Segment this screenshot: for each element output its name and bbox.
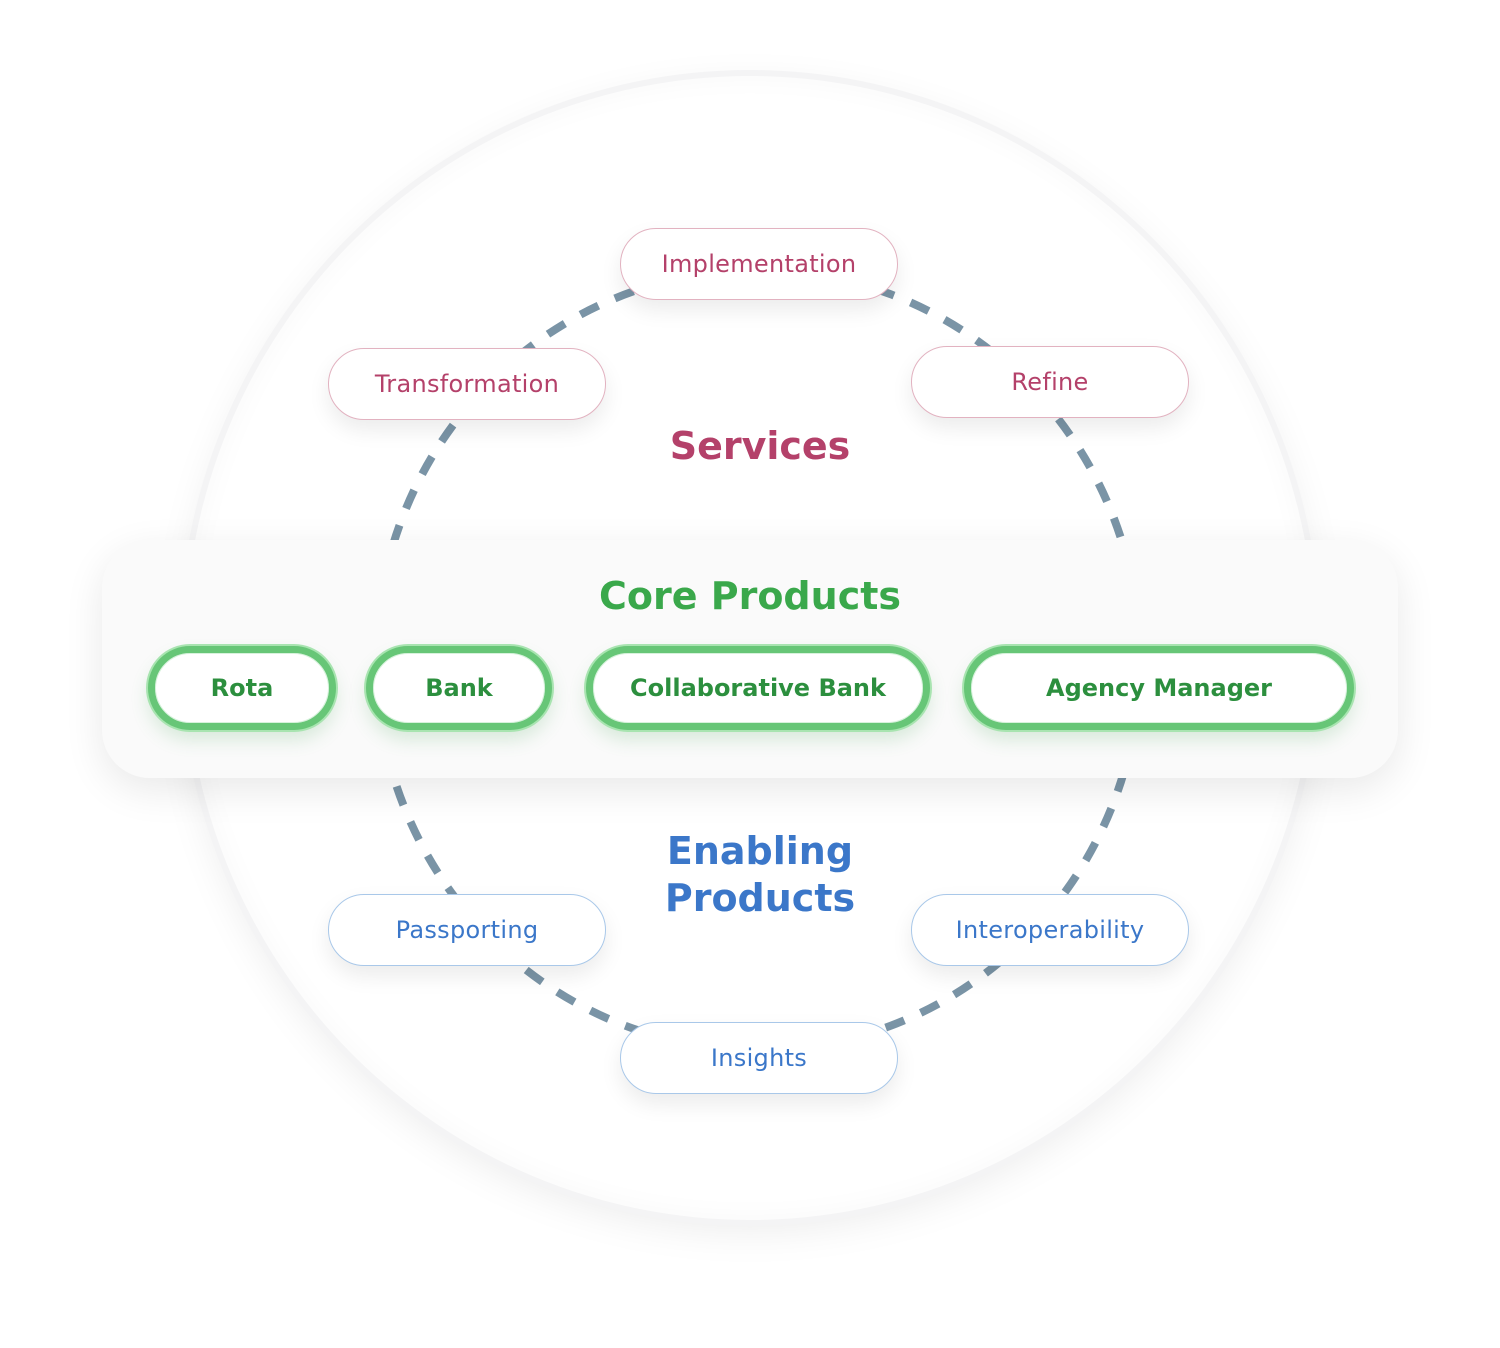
core-product-bank[interactable]: Bank xyxy=(366,646,552,730)
enabling-insights[interactable]: Insights xyxy=(620,1022,898,1094)
service-refine[interactable]: Refine xyxy=(911,346,1189,418)
enabling-products-title: Enabling Products xyxy=(560,828,960,922)
service-transformation[interactable]: Transformation xyxy=(328,348,606,420)
core-product-agency-manager[interactable]: Agency Manager xyxy=(964,646,1354,730)
core-products-title: Core Products xyxy=(599,574,901,618)
core-product-rota[interactable]: Rota xyxy=(148,646,336,730)
enabling-passporting[interactable]: Passporting xyxy=(328,894,606,966)
core-product-collaborative-bank[interactable]: Collaborative Bank xyxy=(586,646,930,730)
services-title: Services xyxy=(669,424,851,468)
service-implementation[interactable]: Implementation xyxy=(620,228,898,300)
enabling-title-line2: Products xyxy=(664,876,856,920)
enabling-title-line1: Enabling xyxy=(666,829,854,873)
core-products-band: Core Products Rota Bank Collaborative Ba… xyxy=(102,540,1398,778)
enabling-interoperability[interactable]: Interoperability xyxy=(911,894,1189,966)
